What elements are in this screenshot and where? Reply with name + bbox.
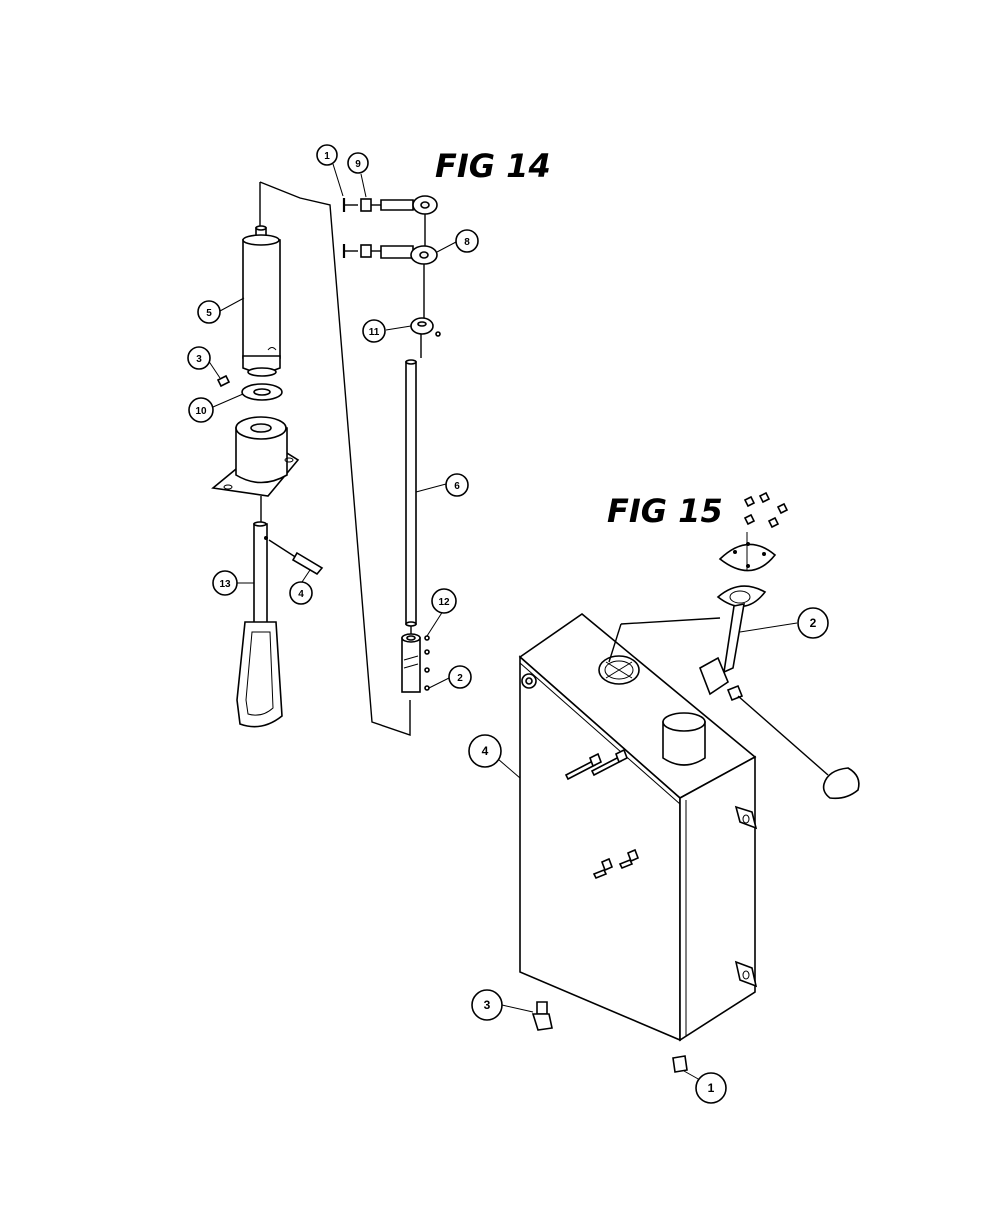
callout-4: 4 (289, 581, 313, 605)
fig15-title: FIG 15 (607, 492, 723, 530)
svg-text:3: 3 (484, 998, 491, 1012)
callout-11: 11 (362, 319, 386, 343)
svg-text:13: 13 (219, 579, 231, 590)
svg-text:1: 1 (708, 1081, 715, 1095)
callout-1: 1 (695, 1072, 727, 1104)
callout-1: 1 (316, 144, 338, 166)
fig14-title: FIG 14 (435, 147, 551, 185)
svg-text:4: 4 (298, 589, 304, 600)
mount-housing (211, 416, 300, 497)
svg-text:2: 2 (457, 673, 463, 684)
svg-text:9: 9 (355, 159, 361, 170)
washer (241, 383, 283, 401)
collar (410, 317, 441, 337)
tank (518, 612, 758, 1042)
callout-5: 5 (197, 300, 221, 324)
callout-8: 8 (455, 229, 479, 253)
callout-9: 9 (347, 152, 369, 174)
callout-4: 4 (468, 734, 502, 768)
callout-2: 2 (448, 665, 472, 689)
coupler (401, 633, 430, 693)
svg-text:6: 6 (454, 481, 460, 492)
callout-3: 3 (471, 989, 503, 1021)
drain-fitting (531, 1001, 553, 1031)
svg-text:5: 5 (206, 308, 212, 319)
fig14: FIG 14 (187, 144, 551, 736)
callout-2: 2 (797, 607, 829, 639)
rod (405, 359, 417, 627)
svg-text:1: 1 (324, 151, 330, 162)
fig14-callout-leaders (207, 163, 457, 689)
svg-text:8: 8 (464, 237, 470, 248)
set-screw (216, 374, 231, 388)
drain-plug (672, 1055, 688, 1073)
pin (268, 539, 324, 576)
fuel-sender (608, 491, 860, 800)
svg-text:3: 3 (196, 354, 202, 365)
svg-text:11: 11 (369, 327, 380, 338)
callout-10: 10 (188, 397, 214, 423)
svg-text:12: 12 (438, 597, 450, 608)
rod-end-top (342, 195, 438, 215)
connector-line (259, 181, 411, 736)
cylinder (242, 225, 281, 377)
svg-text:4: 4 (482, 744, 489, 758)
fig15: FIG 15 (468, 491, 860, 1104)
handle (236, 521, 283, 728)
callout-3: 3 (187, 346, 211, 370)
svg-text:10: 10 (195, 406, 207, 417)
rod-end-middle (342, 244, 438, 265)
callout-13: 13 (212, 570, 238, 596)
callout-6: 6 (445, 473, 469, 497)
callout-12: 12 (431, 588, 457, 614)
svg-text:2: 2 (810, 616, 817, 630)
fig15-callout-leaders (497, 622, 798, 1081)
